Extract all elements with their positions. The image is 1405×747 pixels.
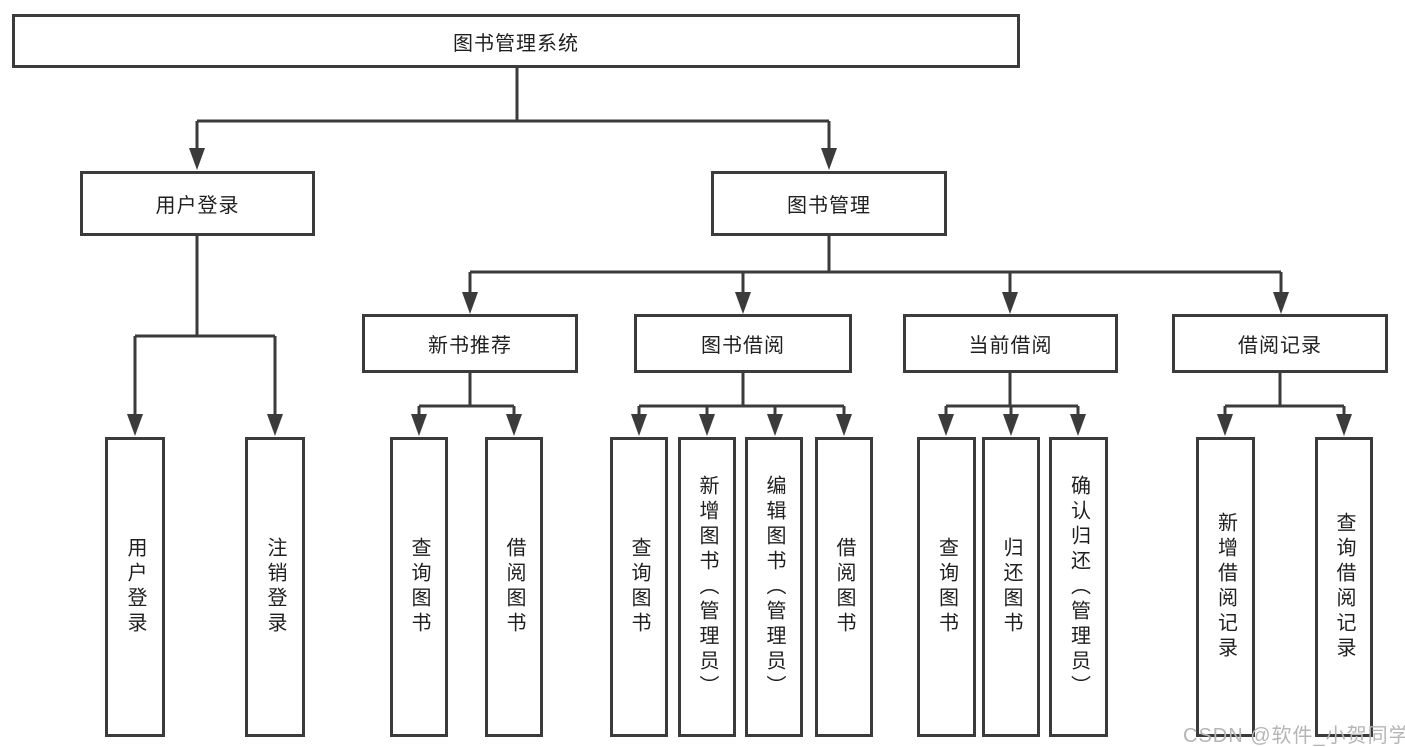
node-new-book-recommend: 新书推荐	[362, 314, 578, 373]
leaf-label: 查询图书	[408, 537, 430, 637]
leaf-label: 注销登录	[264, 537, 286, 637]
node-label: 图书管理	[787, 195, 871, 217]
node-label: 图书借阅	[701, 335, 785, 357]
node-borrow-record: 借阅记录	[1172, 314, 1388, 373]
node-label: 图书管理系统	[453, 32, 579, 55]
leaf-borrow-books: 借阅图书	[815, 437, 873, 737]
leaf-label: 借阅图书	[503, 537, 525, 637]
leaf-label: 新增借阅记录	[1214, 512, 1237, 662]
leaf-label: 编辑图书（管理员）	[763, 474, 785, 700]
leaf-user-login: 用户登录	[105, 437, 165, 737]
node-label: 借阅记录	[1238, 335, 1322, 357]
tree-edges	[133, 68, 1346, 416]
leaf-borrow-books: 借阅图书	[485, 437, 543, 737]
leaf-logout: 注销登录	[245, 437, 305, 737]
leaf-add-borrow-record: 新增借阅记录	[1196, 437, 1255, 737]
node-current-borrow: 当前借阅	[903, 314, 1118, 373]
leaf-edit-books-admin: 编辑图书（管理员）	[745, 437, 803, 737]
leaf-label: 借阅图书	[833, 537, 855, 637]
leaf-label: 查询图书	[935, 537, 958, 637]
leaf-label: 确认归还（管理员）	[1067, 474, 1090, 700]
leaf-confirm-return-admin: 确认归还（管理员）	[1049, 437, 1108, 737]
leaf-return-books: 归还图书	[982, 437, 1040, 737]
leaf-query-books: 查询图书	[390, 437, 448, 737]
leaf-query-borrow-record: 查询借阅记录	[1315, 437, 1373, 737]
node-label: 新书推荐	[428, 335, 512, 357]
node-label: 当前借阅	[968, 335, 1053, 357]
arrowheads	[127, 148, 1352, 436]
leaf-label: 归还图书	[1000, 537, 1022, 637]
node-label: 用户登录	[155, 195, 240, 217]
leaf-label: 查询图书	[628, 537, 650, 637]
node-book-management: 图书管理	[711, 171, 947, 236]
leaf-add-books-admin: 新增图书（管理员）	[678, 437, 736, 737]
node-book-borrow: 图书借阅	[634, 314, 852, 373]
leaf-query-books: 查询图书	[610, 437, 668, 737]
leaf-label: 查询借阅记录	[1333, 512, 1355, 662]
node-library-management-system: 图书管理系统	[12, 14, 1020, 68]
leaf-label: 用户登录	[124, 537, 146, 637]
leaf-label: 新增图书（管理员）	[696, 474, 718, 700]
leaf-query-books: 查询图书	[917, 437, 976, 737]
csdn-watermark: CSDN @软件_小贺同学	[1183, 725, 1405, 747]
node-user-login: 用户登录	[80, 171, 315, 236]
